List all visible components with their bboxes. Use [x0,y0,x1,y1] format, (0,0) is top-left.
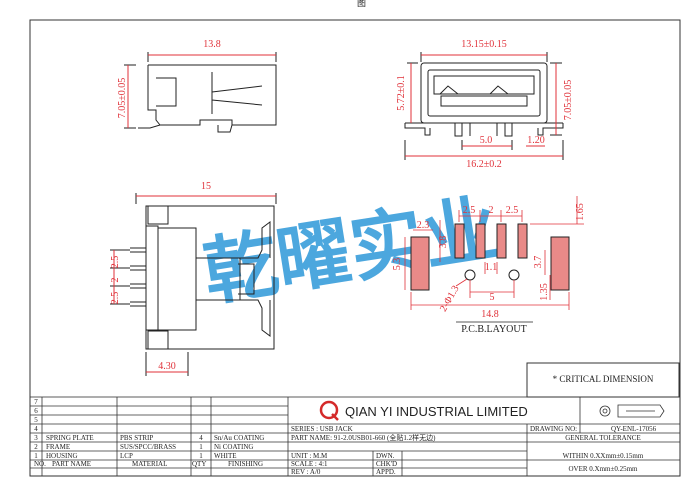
pcb-signal-pad-1 [454,223,465,259]
series-label: SERIES : USB JACK [291,425,353,433]
pcb-dim-23: 2.3 [417,220,430,231]
appd-label: APPD. [376,468,396,476]
company-name: QIAN YI INDUSTRIAL LIMITED [345,404,528,419]
pcb-dim-53: 5.3 [392,258,403,271]
pcb-pitch-3-dim: 2.5 [506,205,519,216]
pcb-dim-165: 1.65 [575,203,586,221]
general-tolerance-label: GENERAL TOLERANCE [565,434,641,442]
pcb-signal-pad-4 [517,223,528,259]
pcb-signal-pad-3 [496,223,507,259]
bom-header-part: PART NAME [52,460,91,468]
bom-1-part: HOUSING [46,452,78,460]
top-pitch-bottom-dim: 2.5 [110,292,121,305]
bom-3-finishing: Sn/Au COATING [214,434,264,442]
pcb-total-width-dim: 14.8 [481,309,499,320]
pcb-pitch-1-dim: 2.5 [463,205,476,216]
pcb-shell-pad-left [410,236,430,291]
bom-2-finishing: Ni COATING [214,443,253,451]
bom-1-no: 1 [34,452,38,460]
bom-2-material: SUS/SPCC/BRASS [120,443,176,451]
top-pitch-mid-dim: 2 [110,278,121,283]
bom-3-part: SPRING PLATE [46,434,94,442]
chkd-label: CHK'D [376,460,397,468]
bom-header-finishing: FINISHING [228,460,263,468]
top-pitch-top-dim: 2.5 [110,256,121,269]
front-pin-pitch-dim: 5.0 [480,135,493,146]
pcb-dim-135: 1.35 [539,283,550,301]
pcb-hole-dim: 2-Φ1.3 [438,284,462,314]
bom-header-qty: QTY [192,460,206,468]
bom-header-no: NO. [34,460,46,468]
side-height-dim: 7.05±0.05 [117,78,128,119]
drawing-no-label: DRAWING NO: [530,425,577,433]
front-height-left-dim: 5.72±0.1 [396,75,407,111]
front-width-dim: 13.15±0.15 [461,39,507,50]
front-pin-offset-dim: 1.20 [527,135,545,146]
front-view [404,52,564,160]
top-view [110,193,277,376]
pcb-layout [404,196,584,323]
bom-2-part: FRAME [46,443,70,451]
rev-row-5: 5 [34,416,38,424]
bom-header-material: MATERIAL [132,460,167,468]
bom-3-material: PBS STRIP [120,434,153,442]
pcb-hole-left [464,269,476,281]
rev-row-7: 7 [34,398,38,406]
pcb-shell-pad-right [550,236,570,291]
projection-symbol [599,404,665,418]
bom-3-no: 3 [34,434,38,442]
side-width-dim: 13.8 [203,39,221,50]
front-height-right-dim: 7.05±0.05 [563,80,574,121]
pcb-layout-label: P.C.B.LAYOUT [461,324,526,335]
dwn-label: DWN. [376,452,395,460]
drawing-no-value: QY-ENL-17056 [611,425,657,433]
pcb-dim-11: 1.1 [485,262,498,273]
part-name-label: PART NAME: 91-2.0USB01-660 (全贴1.2样无边) [291,433,436,442]
pcb-dim-37: 3.7 [533,256,544,269]
top-flange-dim: 4.30 [158,361,176,372]
pcb-pitch-2-dim: 2 [489,205,494,216]
top-length-dim: 15 [201,181,211,192]
top-marker: 图 [357,0,366,8]
critical-note: * CRITICAL DIMENSION [553,374,654,384]
pcb-hole-right [508,269,520,281]
bom-2-qty: 1 [199,443,203,451]
rev-row-4: 4 [34,425,38,433]
side-view [124,52,277,133]
bom-1-material: LCP [120,452,133,460]
title-block [29,396,681,477]
tolerance-within: WITHIN 0.XXmm±0.15mm [563,452,644,460]
pcb-signal-pad-2 [475,223,486,259]
unit-label: UNIT : M.M [291,452,328,460]
bom-3-qty: 4 [199,434,203,442]
front-total-width-dim: 16.2±0.2 [466,159,502,170]
bom-1-qty: 1 [199,452,203,460]
tolerance-over: OVER 0.Xmm±0.25mm [569,465,639,473]
bom-2-no: 2 [34,443,38,451]
pcb-hole-pitch-dim: 5 [490,292,495,303]
rev-row-6: 6 [34,407,38,415]
rev-label: REV : A/0 [291,468,321,476]
pcb-dim-38: 3.8 [438,236,449,249]
scale-label: SCALE : 4:1 [291,460,328,468]
bom-1-finishing: WHITE [214,452,237,460]
company-logo [319,400,339,421]
